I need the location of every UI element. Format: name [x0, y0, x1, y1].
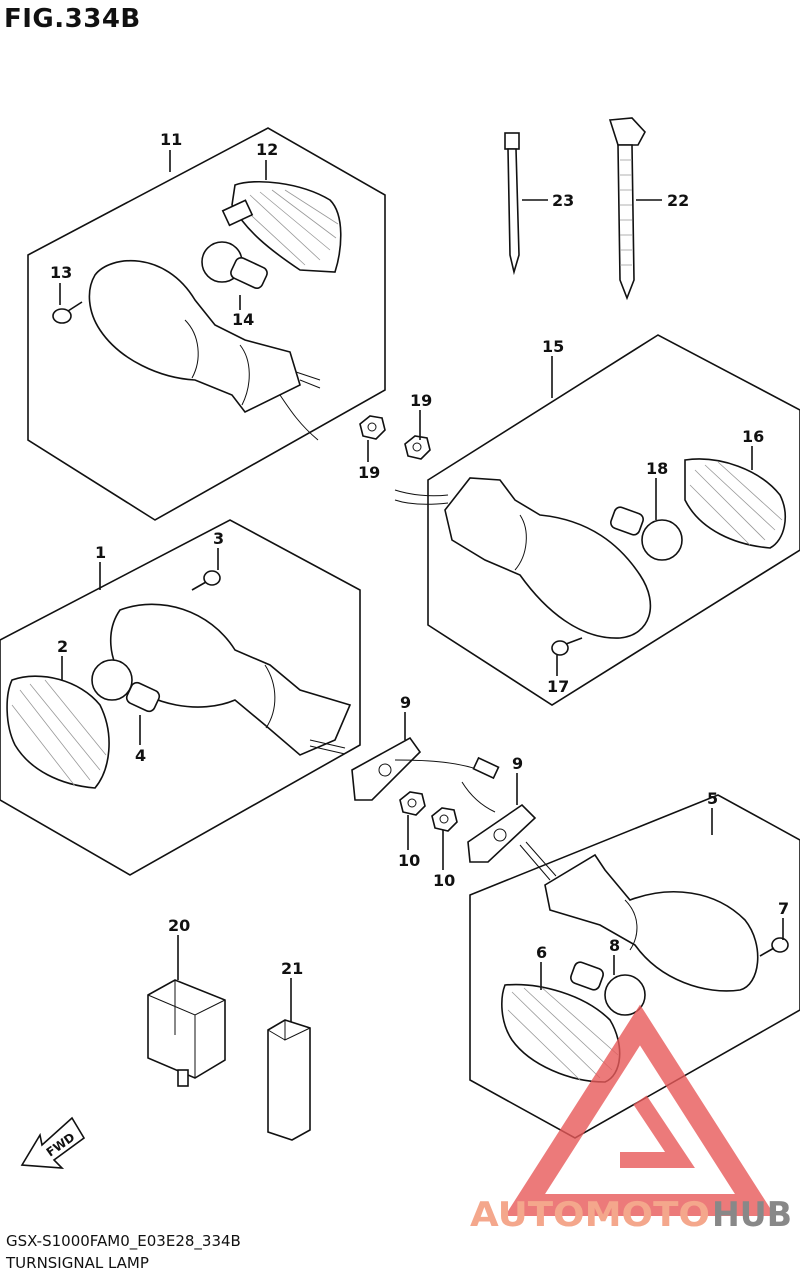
group-box-1: [0, 519, 361, 876]
callout-9-left: 9: [400, 693, 411, 712]
part-22-cable-tie: [608, 117, 646, 301]
callout-23: 23: [552, 191, 574, 210]
part-5-lamp-housing: [519, 841, 759, 992]
part-10-nuts: [399, 791, 458, 832]
figure-code: GSX-S1000FAM0_E03E28_334B: [6, 1232, 241, 1250]
figure-name: TURNSIGNAL LAMP: [6, 1254, 149, 1272]
callout-22: 22: [667, 191, 689, 210]
part-14-bulb: [201, 241, 268, 289]
callout-14: 14: [232, 310, 254, 329]
callout-8: 8: [609, 936, 620, 955]
callout-19-upper: 19: [410, 391, 432, 410]
fwd-arrow-icon: FWD: [20, 1116, 86, 1169]
part-16-lens: [684, 458, 786, 549]
callout-19-lower: 19: [358, 463, 380, 482]
part-4-bulb: [91, 659, 161, 713]
group-box-15: [427, 334, 800, 706]
callout-16: 16: [742, 427, 764, 446]
callout-2: 2: [57, 637, 68, 656]
callout-5: 5: [707, 789, 718, 808]
watermark-text-part2: HUB: [712, 1195, 792, 1235]
part-9-gasket-left: [351, 736, 500, 801]
callout-21: 21: [281, 959, 303, 978]
watermark-text-part1: AUTOMOTO: [470, 1195, 710, 1235]
part-19-nuts: [359, 415, 431, 460]
callout-15: 15: [542, 337, 564, 356]
group-box-5: [469, 794, 800, 1139]
callout-6: 6: [536, 943, 547, 962]
callout-11: 11: [160, 130, 182, 149]
callout-13: 13: [50, 263, 72, 282]
part-2-lens: [6, 675, 110, 789]
part-17-screw: [551, 637, 583, 656]
callout-1: 1: [95, 543, 106, 562]
group-box-11: [27, 127, 386, 521]
figure-title: FIG.334B: [4, 4, 141, 34]
part-23-cable-tie: [504, 132, 520, 276]
part-3-screw: [191, 570, 221, 591]
part-1-lamp-housing: [109, 603, 352, 756]
callout-9-right: 9: [512, 754, 523, 773]
part-8-bulb: [570, 961, 646, 1016]
part-20-relay: [147, 979, 226, 1087]
part-18-bulb: [610, 506, 683, 561]
part-13-screw: [52, 301, 83, 324]
part-9-gasket-right: [461, 781, 537, 863]
callout-labels: 11 12 13 14 23 22 15 16 18 19 19 17 1 3 …: [50, 130, 789, 978]
callout-20: 20: [168, 916, 190, 935]
callout-7: 7: [778, 899, 789, 918]
callout-4: 4: [135, 746, 146, 765]
leader-lines: [59, 150, 784, 1022]
callout-10-left: 10: [398, 851, 420, 870]
callout-12: 12: [256, 140, 278, 159]
part-7-screw: [759, 937, 789, 957]
callout-3: 3: [213, 529, 224, 548]
callout-18: 18: [646, 459, 668, 478]
part-12-lens: [221, 180, 342, 273]
callout-10-right: 10: [433, 871, 455, 890]
callout-17: 17: [547, 677, 569, 696]
part-11-lamp-housing: [88, 259, 321, 441]
part-21-pad: [267, 1019, 311, 1141]
watermark-logo: [504, 1004, 776, 1216]
part-15-lamp-housing: [394, 477, 652, 639]
